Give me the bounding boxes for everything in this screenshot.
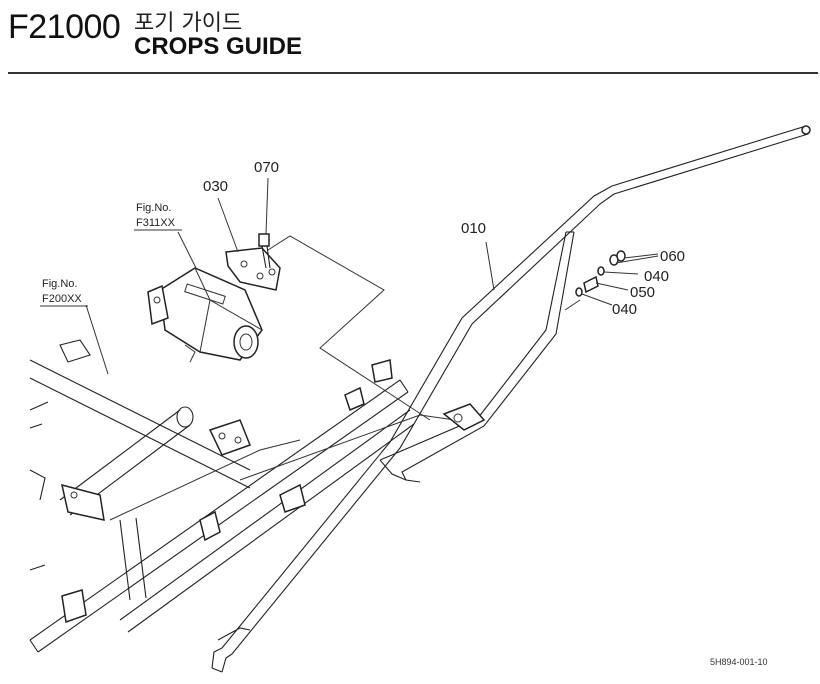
part-label-050: 050	[630, 284, 655, 301]
part-label-030: 030	[203, 178, 228, 195]
crop-guide-rod-010	[211, 125, 811, 673]
fig-ref-label-gearbox: Fig.No.	[136, 202, 171, 214]
fig-ref-code-frame: F200XX	[42, 293, 82, 305]
hardware-stack	[575, 250, 626, 297]
drawing-reference: 5H894-001-10	[710, 657, 768, 667]
fig-ref-label-frame: Fig.No.	[42, 278, 77, 290]
bolt-070	[258, 233, 271, 269]
part-label-060: 060	[660, 248, 685, 265]
chassis-frame	[29, 339, 456, 653]
fig-ref-code-gearbox: F311XX	[136, 217, 176, 229]
header-divider	[8, 72, 818, 74]
bracket-030	[225, 247, 281, 291]
gearbox-assembly	[147, 267, 263, 363]
part-label-070: 070	[254, 159, 279, 176]
page-header: F21000 포기 가이드 CROPS GUIDE	[0, 0, 820, 76]
title-korean: 포기 가이드	[134, 11, 243, 36]
leader-lines	[85, 177, 659, 375]
title-english: CROPS GUIDE	[134, 33, 303, 60]
section-code: F21000	[8, 8, 121, 46]
part-label-040-lower: 040	[612, 301, 637, 318]
part-label-010: 010	[461, 220, 486, 237]
assembly-line	[267, 235, 431, 421]
part-label-040-upper: 040	[644, 268, 669, 285]
